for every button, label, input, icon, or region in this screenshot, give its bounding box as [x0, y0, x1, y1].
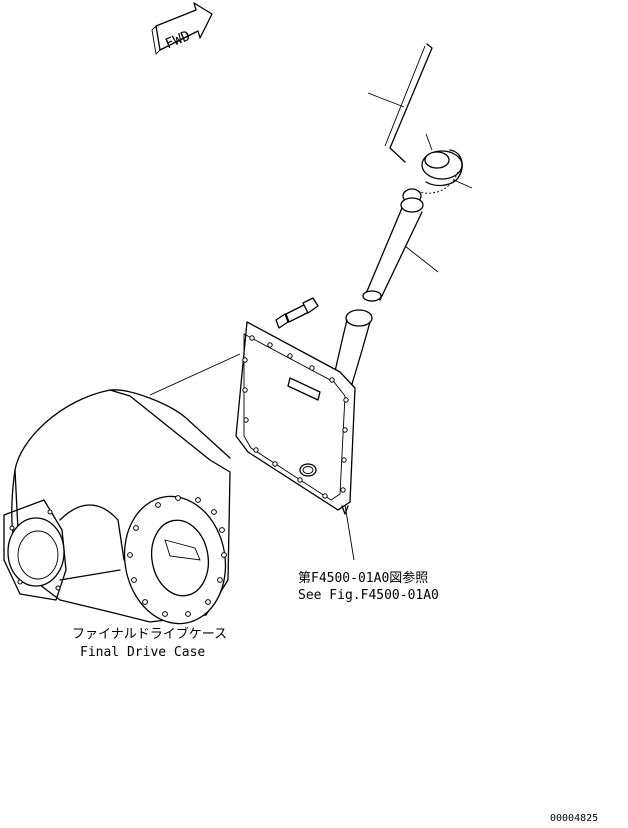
leader-lines — [149, 92, 473, 561]
fwd-arrow-icon: FWD — [151, 2, 213, 55]
cover-plate — [235, 321, 356, 511]
reference-label-jp: 第F4500-01A0図参照 — [298, 570, 428, 586]
bolt — [275, 297, 319, 329]
drawing-number: 00004825 — [550, 813, 598, 824]
filler-tube-upper — [362, 188, 424, 302]
filler-cap — [417, 149, 463, 194]
case-label-jp: ファイナルドライブケース — [72, 626, 227, 642]
dipstick-rod — [384, 43, 433, 163]
case-label-en: Final Drive Case — [80, 645, 205, 660]
reference-label-en: See Fig.F4500-01A0 — [298, 588, 439, 603]
final-drive-case — [3, 389, 231, 625]
